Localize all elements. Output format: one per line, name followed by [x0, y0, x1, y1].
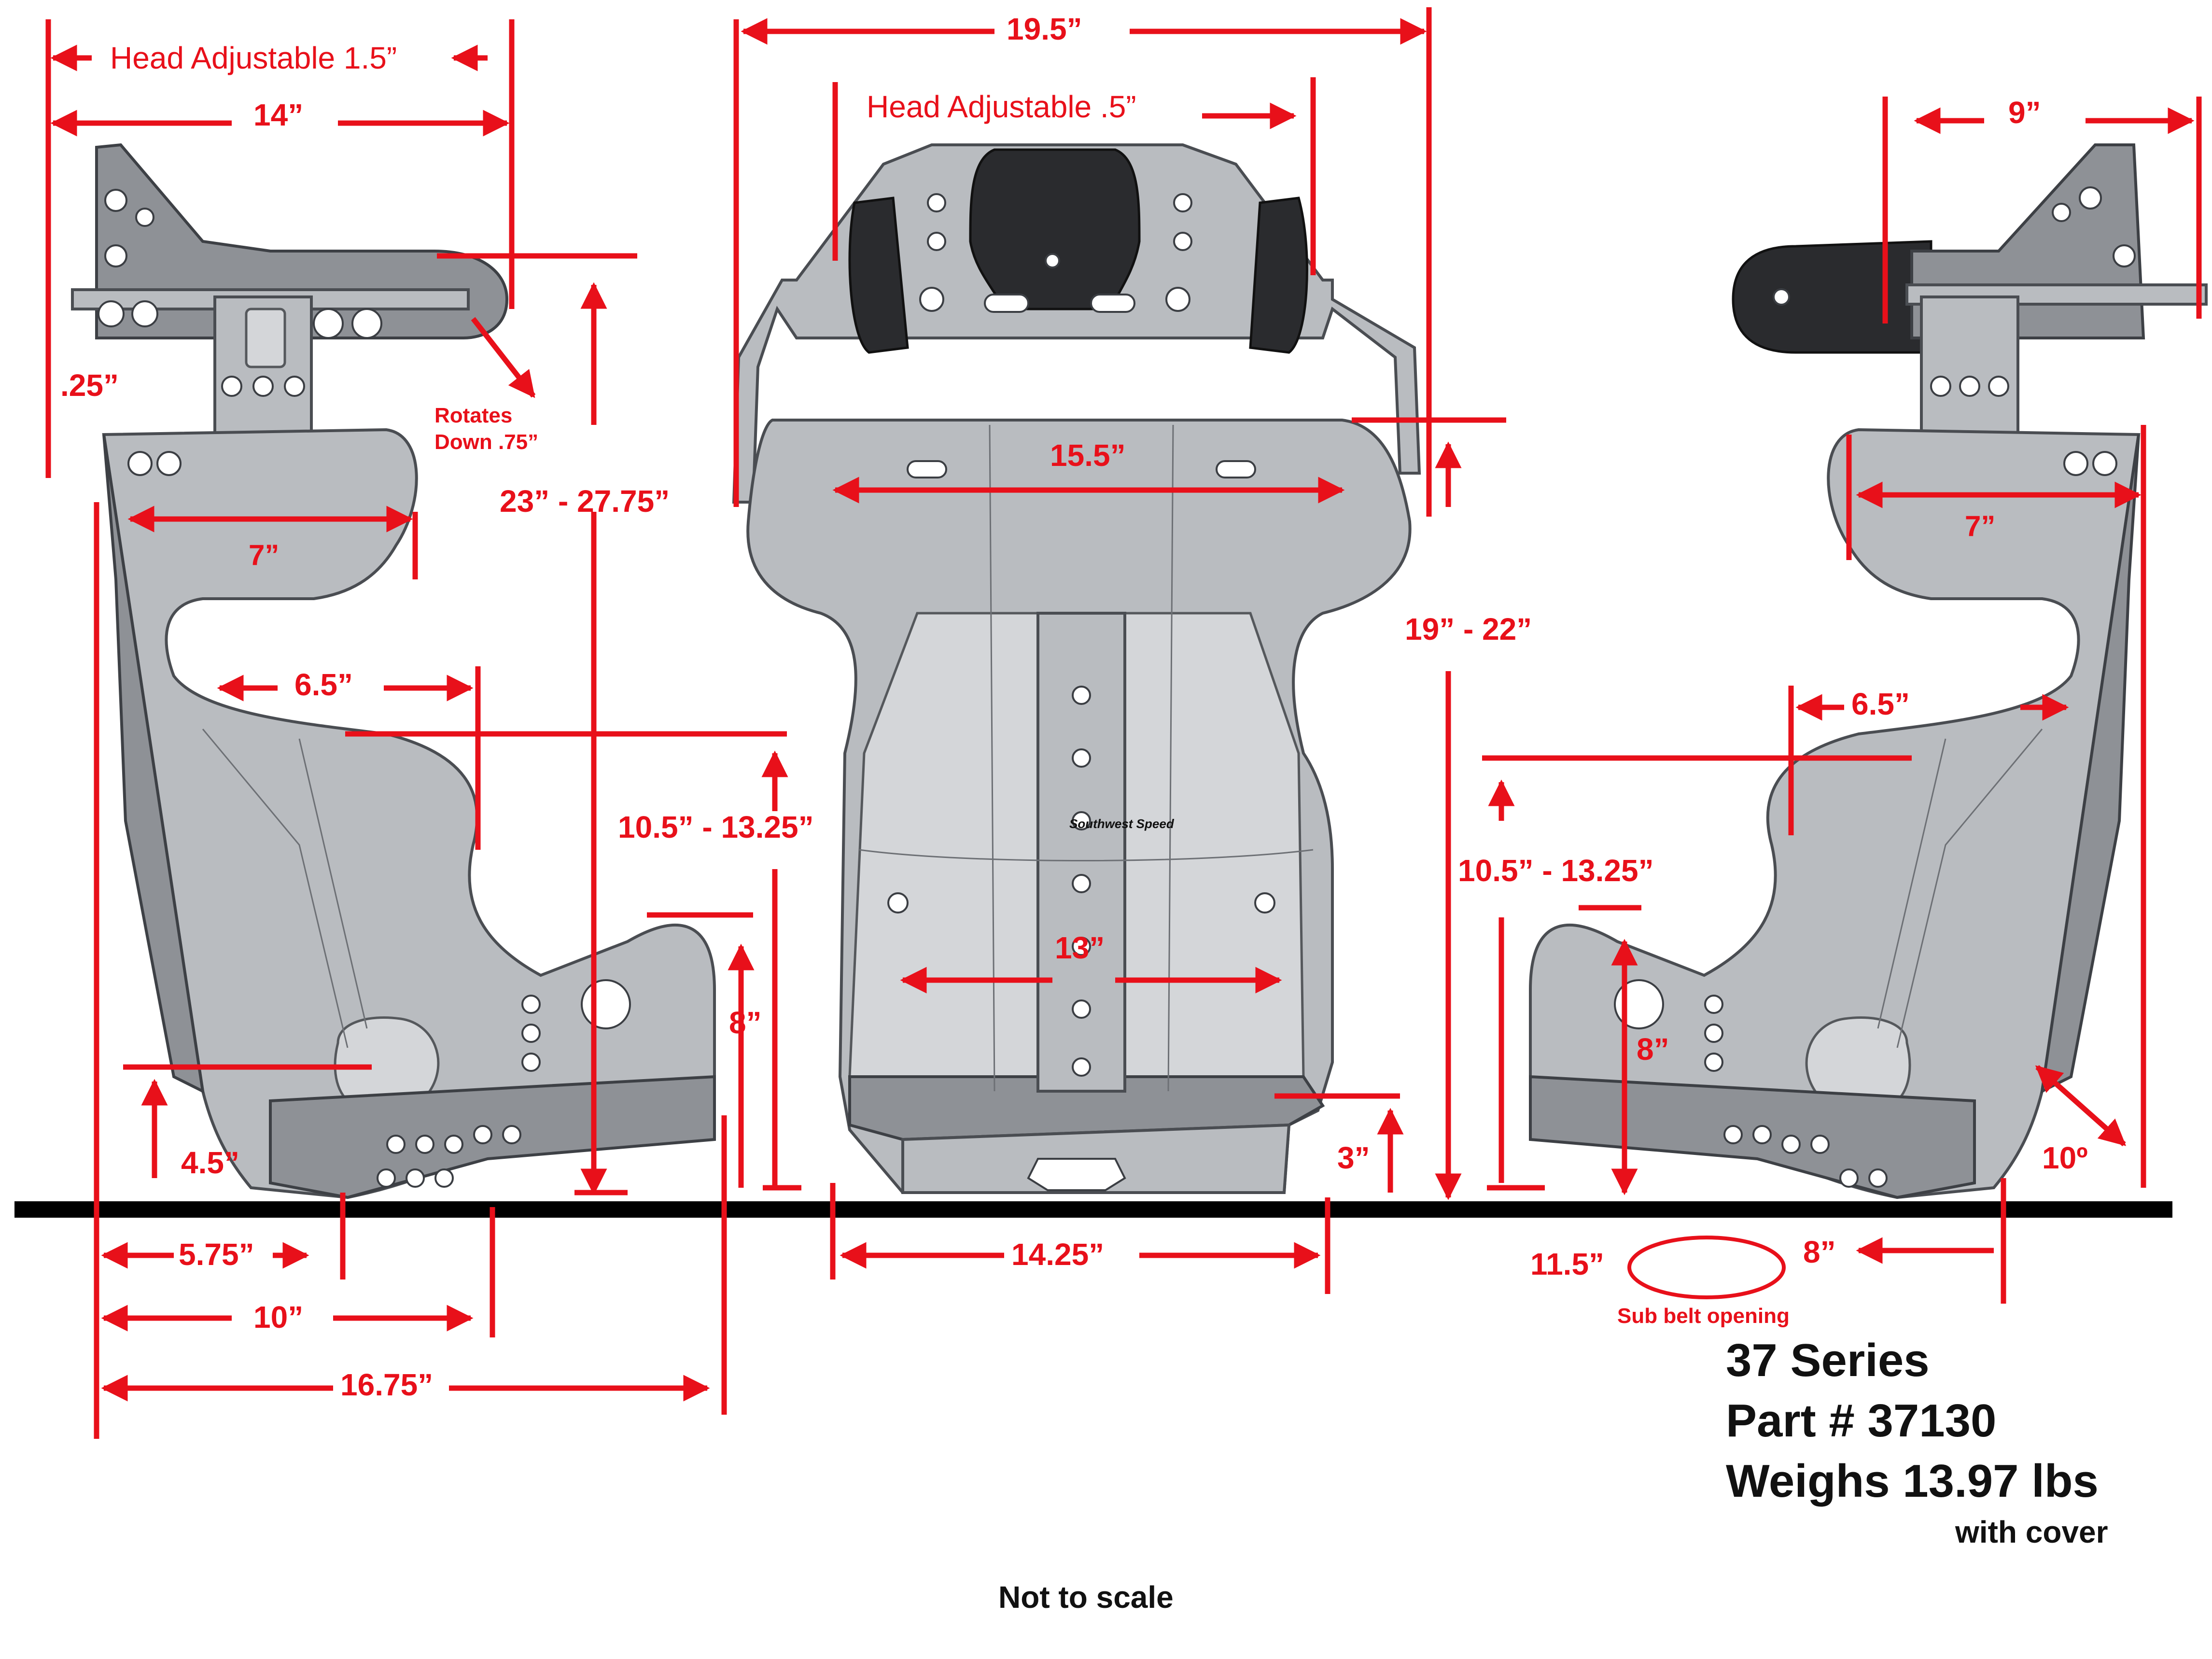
label-16-75: 16.75” [340, 1367, 433, 1402]
label-head-adjustable-top: Head Adjustable .5” [867, 89, 1136, 124]
label-10-degrees: 10º [2042, 1140, 2088, 1175]
label-6-5-left: 6.5” [294, 667, 353, 702]
part-number: Part # 37130 [1726, 1395, 1996, 1447]
center-seat-front-view: Southwest Speed [732, 143, 1421, 1194]
label-8-right: 8” [1637, 1032, 1669, 1067]
series-title: 37 Series [1726, 1335, 1930, 1386]
label-rotates: Rotates [434, 404, 512, 427]
label-3: 3” [1337, 1140, 1370, 1175]
label-13: 13” [1055, 930, 1105, 965]
label-4-5: 4.5” [181, 1145, 239, 1180]
label-14-25: 14.25” [1011, 1237, 1104, 1272]
label-6-5-right: 6.5” [1851, 687, 1910, 721]
part-info: 37 Series Part # 37130 Weighs 13.97 lbs … [1726, 1335, 2108, 1549]
label-10-5-13-25-right: 10.5” - 13.25” [1458, 853, 1654, 888]
dimension-lines [45, 7, 2202, 1439]
dimension-labels: Head Adjustable 1.5” 14” 19.5” Head Adju… [60, 12, 2088, 1402]
left-seat-side-view [71, 143, 716, 1199]
label-10: 10” [253, 1300, 303, 1335]
label-9: 9” [2008, 95, 2041, 130]
label-11-5: 11.5” [1530, 1247, 1604, 1281]
weight-text: Weighs 13.97 lbs [1726, 1455, 2099, 1507]
southwest-speed-logo: Southwest Speed [1069, 816, 1175, 831]
label-head-adjustable-side: Head Adjustable 1.5” [110, 41, 397, 75]
label-025: .25” [60, 368, 119, 403]
label-19-5: 19.5” [1007, 12, 1082, 46]
label-8-left: 8” [729, 1005, 762, 1040]
label-19-22: 19” - 22” [1405, 612, 1532, 647]
not-to-scale-note: Not to scale [998, 1580, 1174, 1615]
label-23-27-75: 23” - 27.75” [500, 484, 670, 519]
ground-line [14, 1201, 2172, 1218]
label-7-right: 7” [1965, 510, 1995, 542]
label-15-5: 15.5” [1050, 438, 1126, 473]
cover-note: with cover [1955, 1515, 2108, 1549]
right-seat-side-view [1529, 143, 2208, 1199]
label-7-left: 7” [249, 539, 279, 571]
label-10-5-13-25-left: 10.5” - 13.25” [618, 810, 814, 844]
label-14: 14” [253, 98, 303, 132]
label-8-bottom: 8” [1803, 1235, 1836, 1269]
label-5-75: 5.75” [179, 1237, 254, 1272]
label-sub-belt-opening: Sub belt opening [1617, 1304, 1790, 1328]
label-rotates-down: Down .75” [434, 430, 538, 454]
